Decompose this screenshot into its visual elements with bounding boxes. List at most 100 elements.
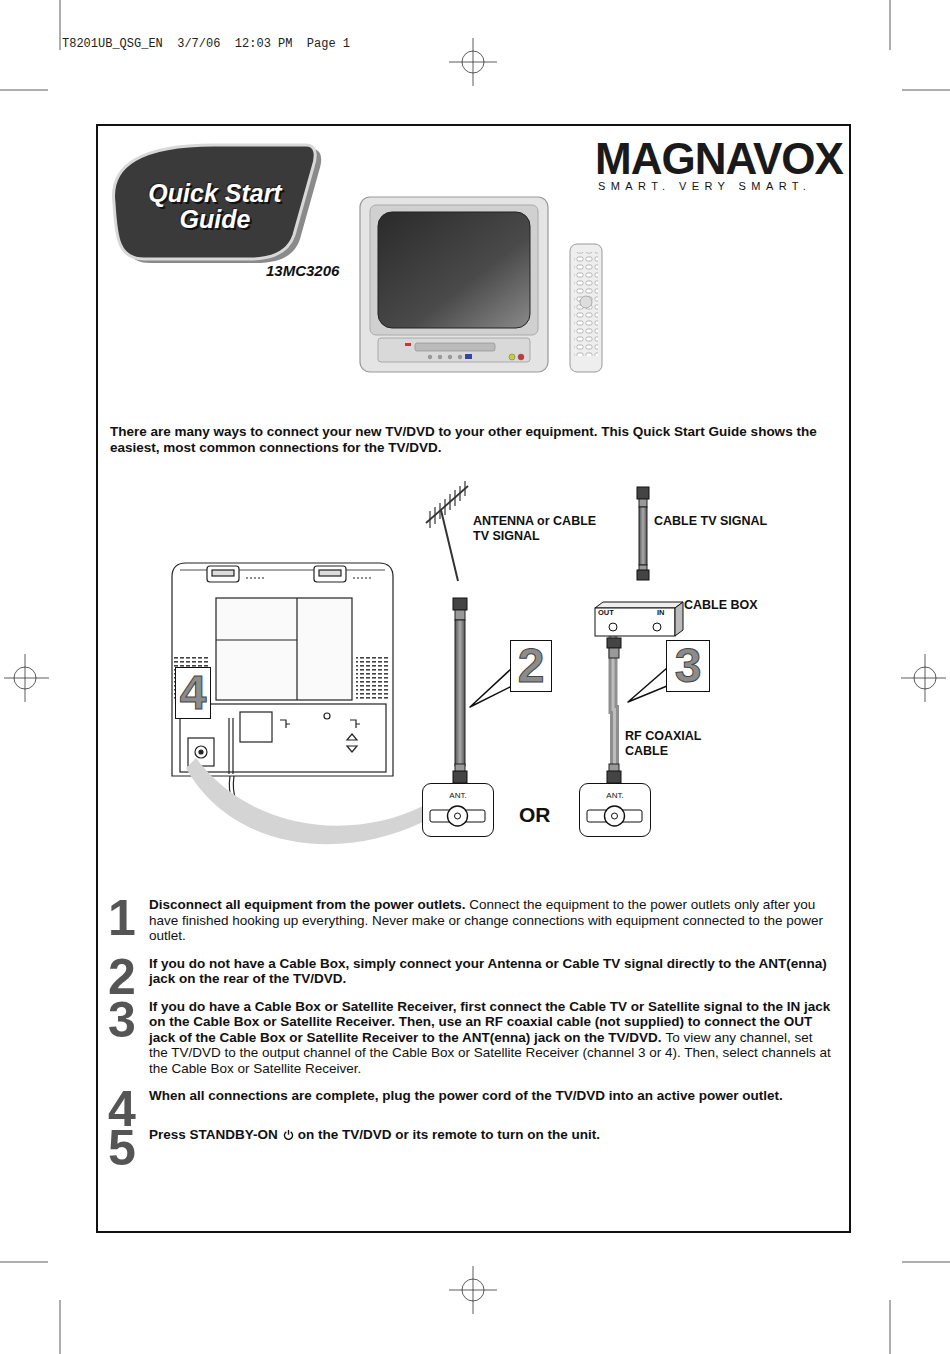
tv-rear-panel (195, 746, 207, 758)
tv-front (360, 197, 548, 372)
power-icon (288, 1130, 289, 1135)
tv-rear-panel (229, 718, 233, 774)
step-heading: If you do not have a Cable Box, simply c… (149, 956, 827, 987)
tv-rear-panel (246, 577, 266, 578)
step-text: If you do not have a Cable Box, simply c… (149, 956, 834, 987)
antenna-jack: ANT. (422, 783, 494, 837)
antenna (429, 511, 430, 528)
tv-front (438, 355, 442, 359)
tv-rear-panel (216, 598, 352, 700)
coax-cable-top-right (639, 507, 647, 565)
tv-rear-panel (347, 734, 357, 752)
coax-cable-left (455, 610, 465, 620)
tv-rear-panel (314, 566, 346, 582)
coax-cable-top-right (637, 487, 649, 499)
tv-rear-panel (199, 750, 203, 754)
callout-number: 3 (675, 642, 702, 690)
coax-fitting (607, 638, 621, 783)
callout-number: 4 (180, 669, 207, 717)
antenna (449, 494, 450, 510)
crop-marks (60, 0, 61, 50)
node-label: OUT (598, 609, 614, 617)
step-body: on the TV/DVD or its remote to turn on t… (298, 1127, 600, 1142)
remote-control (580, 296, 592, 308)
crop-marks (902, 90, 950, 91)
brand-slogan: SMART. VERY SMART. (598, 180, 811, 193)
tv-rear-panel (188, 738, 214, 766)
cable-box-top (595, 602, 683, 608)
remote-control (574, 252, 598, 356)
antenna (464, 481, 465, 496)
part-label: ANTENNA or CABLE TV SIGNAL (473, 514, 599, 544)
antenna (426, 486, 468, 523)
tv-front (378, 338, 530, 362)
coax-cable-top-right (637, 570, 649, 580)
power-icon (283, 1129, 294, 1140)
tv-rear-panel (172, 563, 393, 800)
tv-front (428, 355, 432, 359)
coax-cable-left (453, 598, 467, 610)
jack (653, 623, 661, 631)
tv-rear-panel (324, 713, 330, 719)
coax-cable-top-right (637, 487, 649, 580)
tv-front (378, 212, 530, 328)
antenna (434, 507, 435, 524)
crop-marks (901, 678, 946, 679)
tv-rear-panel (356, 655, 390, 701)
jack (448, 806, 468, 826)
tv-front (518, 354, 524, 360)
crop-marks (0, 1262, 48, 1263)
tv-front (360, 197, 548, 372)
print-slug: T8201UB_QSG_EN 3/7/06 12:03 PM Page 1 (62, 38, 350, 52)
tv-rear-panel (240, 712, 272, 742)
node-label: Quick Start Guide (140, 180, 290, 232)
callout-number: 2 (518, 642, 545, 690)
step-text: Press STANDBY-ONon the TV/DVD or its rem… (149, 1127, 834, 1143)
callout-pointer (470, 668, 512, 707)
remote-control (570, 244, 602, 372)
tv-rear-panel (172, 563, 393, 776)
page-frame (97, 125, 850, 1232)
tv-front (465, 354, 472, 359)
node-label: ANT. (449, 788, 466, 800)
step-text: Disconnect all equipment from the power … (149, 897, 834, 944)
callout-pointer (628, 668, 667, 702)
cable-box: OUTIN (595, 602, 683, 636)
crop-marks (0, 90, 48, 91)
crop-marks (449, 1290, 497, 1291)
crop-marks (902, 1262, 950, 1263)
tv-rear-panel (353, 577, 373, 578)
crop-marks (449, 62, 497, 63)
callout-number-box: 3 (666, 640, 710, 692)
intro-text: There are many ways to connect your new … (110, 424, 825, 456)
jack (612, 813, 618, 819)
part-label: CABLE BOX (684, 598, 758, 613)
antenna (426, 481, 468, 581)
tv-rear-panel (280, 720, 290, 728)
tv-rear-panel (350, 720, 360, 728)
part-label: RF COAXIAL CABLE (625, 729, 725, 759)
connection-swoosh (186, 758, 423, 844)
tv-front (458, 355, 462, 359)
step-heading: Disconnect all equipment from the power … (149, 897, 466, 912)
step-number: 3 (108, 995, 134, 1045)
tv-front (370, 205, 538, 335)
model-number: 13MC3206 (266, 262, 339, 279)
tv-rear-panel (296, 598, 297, 700)
tv-rear-panel (212, 570, 234, 576)
badge-shape (114, 145, 316, 259)
tv-front (509, 354, 515, 360)
coax-cable-left (455, 620, 465, 766)
coax-fitting (607, 638, 621, 648)
node-label: ANT. (606, 788, 623, 800)
crop-marks (60, 1300, 61, 1354)
jack (455, 813, 461, 819)
node-shape (595, 602, 683, 636)
antenna-jack: ANT. (579, 783, 651, 837)
tv-front (448, 355, 452, 359)
jack (609, 623, 617, 631)
tv-rear-panel (319, 570, 341, 576)
or-text: OR (519, 803, 551, 827)
